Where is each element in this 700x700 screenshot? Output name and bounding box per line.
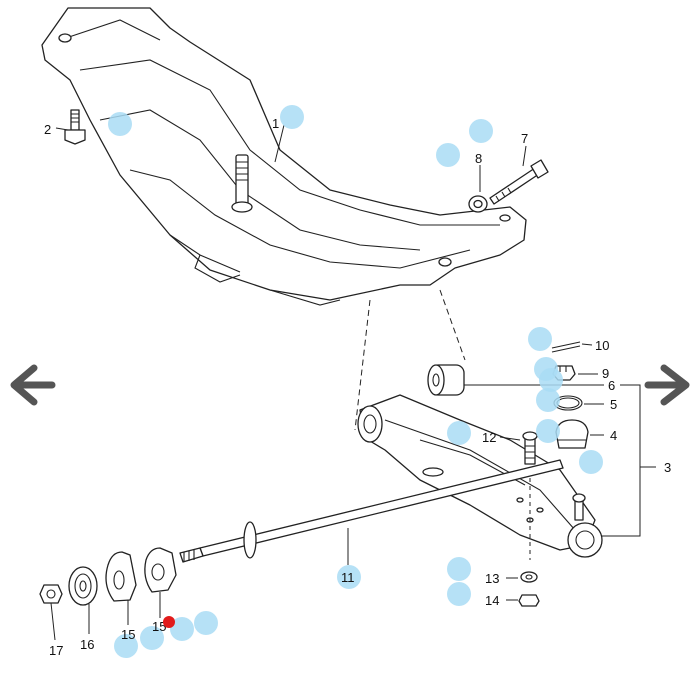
callout-5: 5 (610, 397, 617, 412)
callout-7: 7 (521, 131, 528, 146)
hotspot[interactable] (447, 582, 471, 606)
dust-boot-4 (555, 419, 589, 449)
leader-lines (50, 124, 656, 641)
crossmember (41, 7, 527, 306)
hotspot[interactable] (447, 421, 471, 445)
bushing-15 (105, 551, 137, 602)
hotspot[interactable] (170, 617, 194, 641)
callout-16: 16 (80, 637, 94, 652)
lower-control-arm (357, 394, 596, 551)
callout-4: 4 (610, 428, 617, 443)
arrow-right-icon (644, 364, 690, 406)
washer-13 (520, 571, 538, 583)
bushing-15b (144, 547, 177, 593)
hotspot[interactable] (194, 611, 218, 635)
callout-17: 17 (49, 643, 63, 658)
strut-rod-11 (179, 459, 564, 563)
hotspot[interactable] (539, 368, 563, 392)
hotspot[interactable] (108, 112, 132, 136)
hotspot[interactable] (436, 143, 460, 167)
bushing-6 (427, 364, 465, 396)
bolt-2 (64, 109, 86, 145)
bolt-7 (489, 159, 549, 205)
hotspot[interactable] (579, 450, 603, 474)
callout-2: 2 (44, 122, 51, 137)
bolt-12 (522, 431, 538, 465)
callout-14: 14 (485, 593, 499, 608)
callout-3: 3 (664, 460, 671, 475)
callout-1: 1 (272, 116, 279, 131)
hotspot[interactable] (469, 119, 493, 143)
hotspot[interactable] (447, 557, 471, 581)
hotspot[interactable] (280, 105, 304, 129)
callout-9: 9 (602, 366, 609, 381)
callout-12: 12 (482, 430, 496, 445)
callout-6: 6 (608, 378, 615, 393)
hotspot[interactable] (114, 634, 138, 658)
callout-13: 13 (485, 571, 499, 586)
nut-17 (39, 584, 63, 604)
prev-arrow-button[interactable] (2, 360, 60, 412)
washer-8 (468, 195, 488, 213)
callout-10: 10 (595, 338, 609, 353)
arrow-left-icon (10, 364, 56, 406)
callout-15: 15 (121, 627, 135, 642)
next-arrow-button[interactable] (640, 360, 698, 412)
callout-15b: 15 (152, 619, 166, 634)
hotspot[interactable] (337, 565, 361, 589)
hotspot-markers (108, 105, 603, 658)
callout-8: 8 (475, 151, 482, 166)
active-marker[interactable] (163, 616, 175, 628)
hotspot[interactable] (528, 327, 552, 351)
ball-joint-3 (567, 493, 603, 558)
nut-14 (518, 594, 540, 607)
hotspot[interactable] (536, 419, 560, 443)
callout-11: 11 (341, 570, 355, 585)
hotspot[interactable] (140, 626, 164, 650)
washer-16 (68, 566, 98, 606)
cotter-pin-10 (551, 341, 581, 353)
hotspot[interactable] (536, 388, 560, 412)
callout-labels: 1 2 3 4 5 6 7 8 9 10 11 12 13 14 15 16 1… (44, 116, 671, 658)
